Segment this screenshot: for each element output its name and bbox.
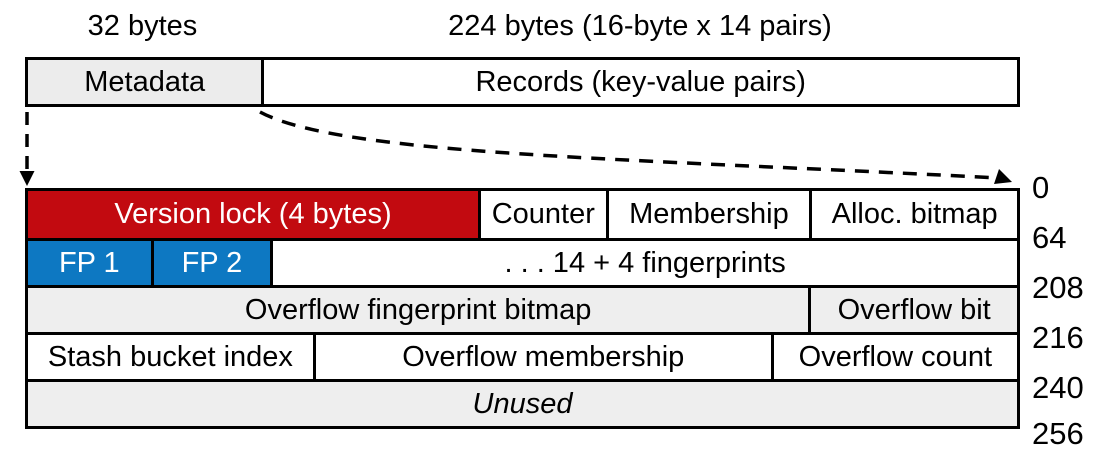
field-fp1: FP 1 bbox=[28, 241, 151, 285]
bucket-detail-grid: Version lock (4 bytes) Counter Membershi… bbox=[25, 188, 1020, 429]
bit-offset-256: 256 bbox=[1032, 416, 1084, 451]
bit-offset-0: 0 bbox=[1032, 170, 1050, 205]
field-membership: Membership bbox=[605, 191, 810, 238]
field-alloc-bitmap: Alloc. bitmap bbox=[809, 191, 1017, 238]
field-counter: Counter bbox=[477, 191, 606, 238]
field-fingerprints: . . . 14 + 4 fingerprints bbox=[270, 241, 1017, 285]
bit-offset-240: 240 bbox=[1032, 370, 1084, 405]
metadata-expansion-arrow-right bbox=[259, 110, 1012, 184]
field-fp2: FP 2 bbox=[150, 241, 271, 285]
bucket-row-2: FP 1 FP 2 . . . 14 + 4 fingerprints bbox=[28, 238, 1017, 285]
bucket-row-4: Stash bucket index Overflow membership O… bbox=[28, 332, 1017, 379]
field-overflow-membership: Overflow membership bbox=[312, 335, 771, 379]
bit-offset-64: 64 bbox=[1032, 220, 1067, 255]
field-stash-bucket-index: Stash bucket index bbox=[28, 335, 313, 379]
metadata-expansion-arrow-left bbox=[19, 112, 35, 186]
metadata-box: Metadata bbox=[28, 60, 262, 104]
overview-row: Metadata Records (key-value pairs) bbox=[25, 57, 1020, 107]
field-overflow-fingerprint-bitmap: Overflow fingerprint bitmap bbox=[28, 288, 809, 332]
field-unused: Unused bbox=[28, 382, 1017, 426]
field-overflow-count: Overflow count bbox=[770, 335, 1017, 379]
field-overflow-bit: Overflow bit bbox=[808, 288, 1017, 332]
bit-offset-208: 208 bbox=[1032, 270, 1084, 305]
bucket-row-1: Version lock (4 bytes) Counter Membershi… bbox=[28, 191, 1017, 238]
records-box: Records (key-value pairs) bbox=[261, 60, 1017, 104]
bucket-row-5: Unused bbox=[28, 379, 1017, 426]
bit-offset-216: 216 bbox=[1032, 320, 1084, 355]
metadata-size-label: 32 bytes bbox=[87, 9, 198, 42]
records-size-label: 224 bytes (16-byte x 14 pairs) bbox=[448, 9, 832, 42]
field-version-lock: Version lock (4 bytes) bbox=[28, 191, 478, 238]
bit-offset-scale: 0 64 208 216 240 256 bbox=[1032, 0, 1111, 469]
bucket-row-3: Overflow fingerprint bitmap Overflow bit bbox=[28, 285, 1017, 332]
